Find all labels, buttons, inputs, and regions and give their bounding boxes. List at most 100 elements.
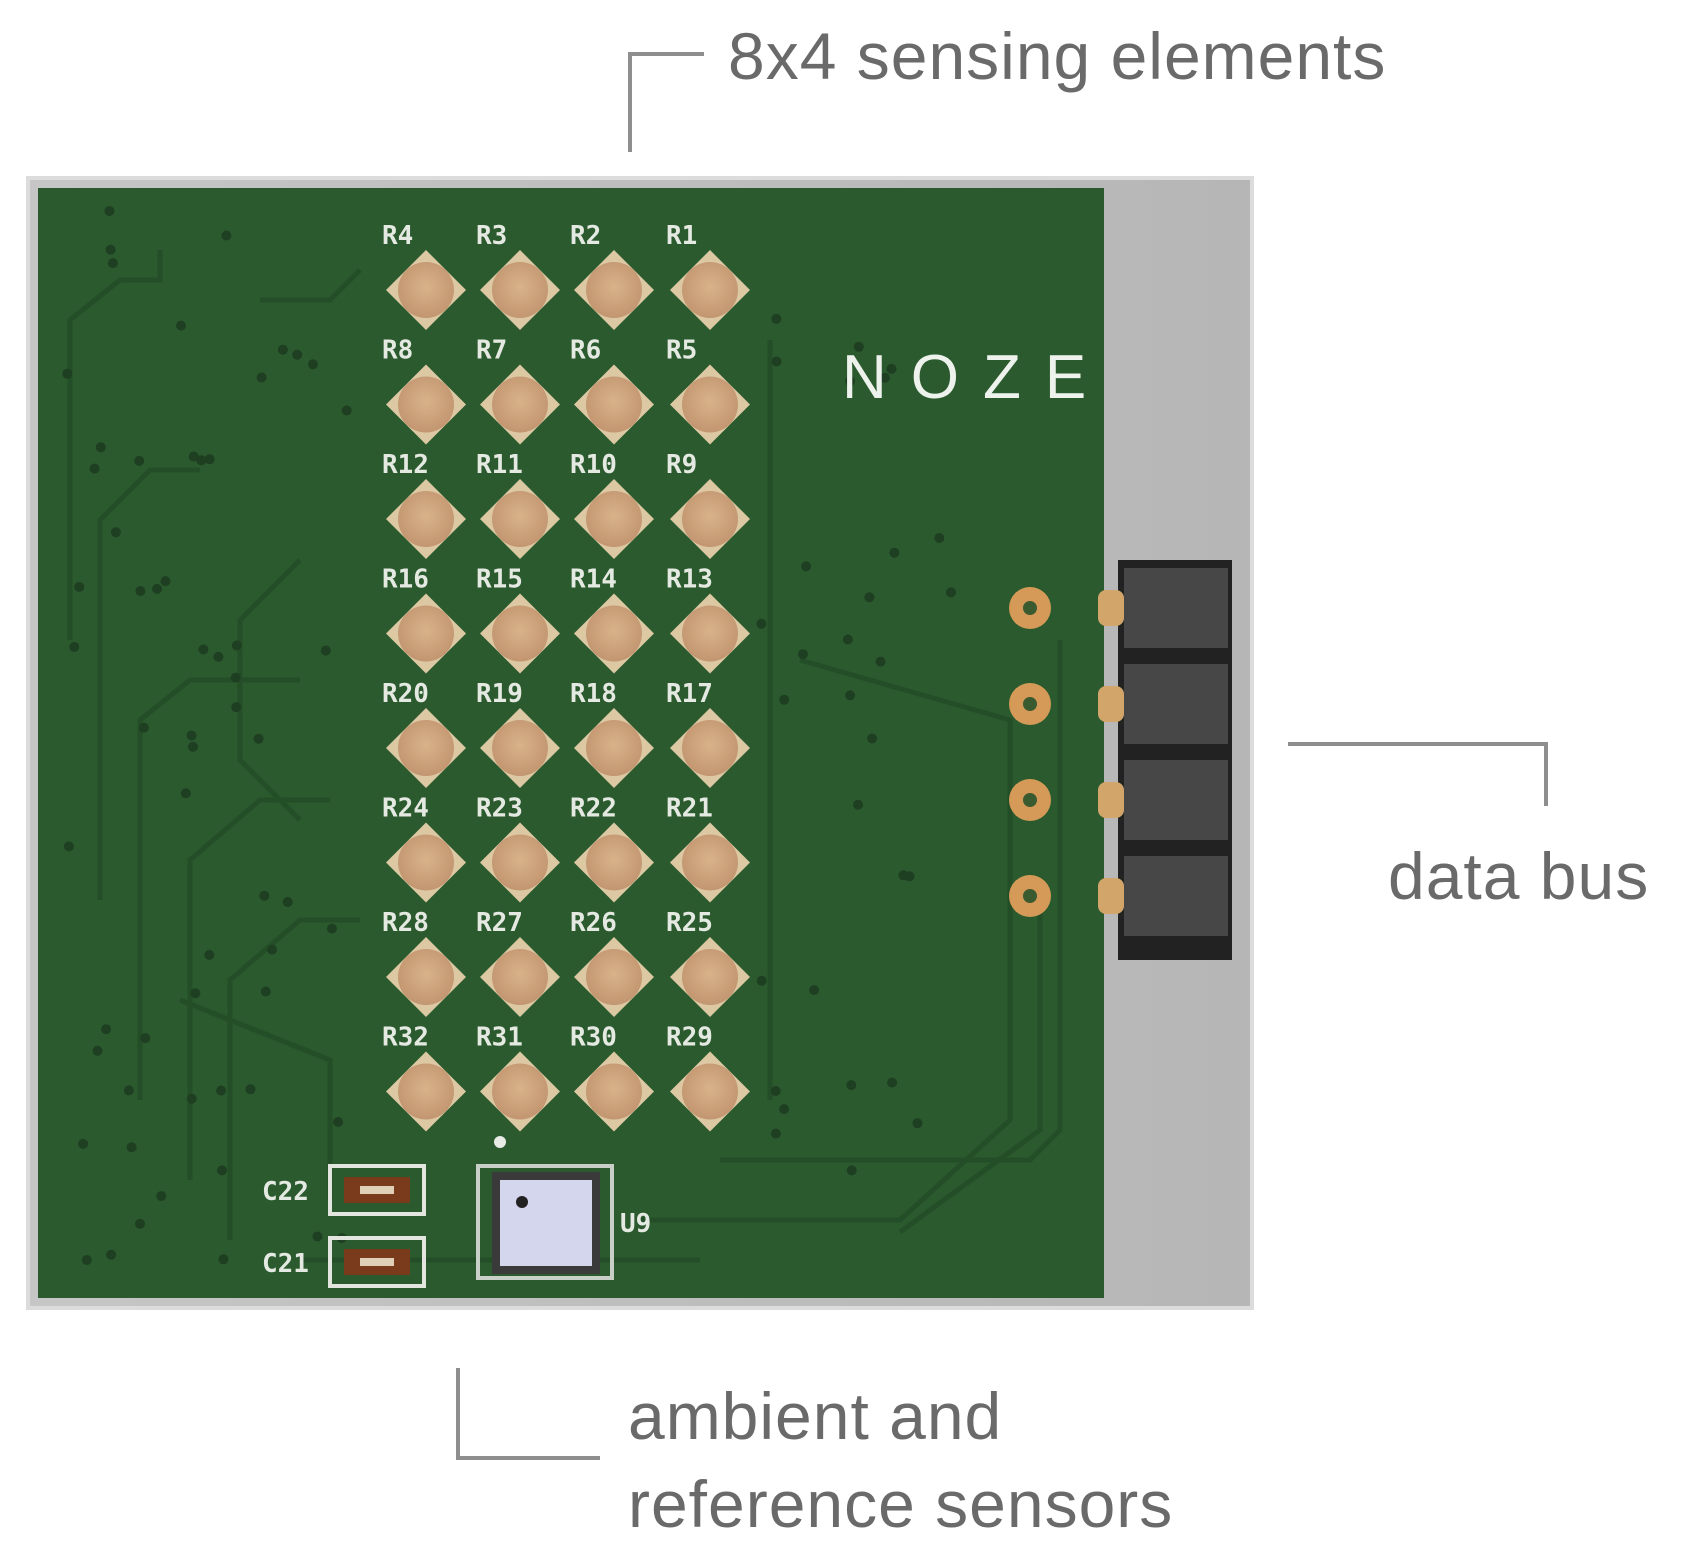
pcb-via: [196, 455, 207, 466]
callout-line-sensing: [628, 52, 704, 152]
sensing-element: R32: [382, 1023, 466, 1132]
sensing-element: R10: [570, 450, 654, 559]
capacitor-label: C22: [262, 1177, 309, 1207]
pcb-via: [63, 841, 74, 852]
sensor-label: R14: [570, 565, 617, 595]
sensor-pad: [586, 720, 642, 776]
sensing-element: R5: [666, 336, 750, 445]
callout-data-bus: data bus: [1388, 839, 1650, 913]
bus-pad-hole: [1023, 601, 1037, 615]
connector-slot: [1124, 664, 1228, 744]
sensor-pad: [682, 834, 738, 891]
callout-ambient-reference: ambient and reference sensors: [628, 1372, 1173, 1548]
pcb-via: [198, 644, 209, 655]
pcb-via: [152, 583, 163, 594]
sensing-element: R29: [666, 1023, 750, 1132]
sensor-pad: [586, 1063, 642, 1120]
chip-silkscreen-dot: [494, 1136, 506, 1148]
sensor-label: R30: [570, 1023, 617, 1053]
noze-logo: NOZE: [842, 343, 1110, 412]
sensor-label: R2: [570, 221, 601, 251]
pcb-via: [245, 1084, 256, 1095]
pcb-via: [312, 1231, 323, 1242]
pcb-via: [946, 587, 956, 598]
sensor-pad: [682, 491, 738, 547]
pcb-via: [809, 985, 820, 995]
sensor-pad: [492, 262, 548, 318]
pcb-via: [326, 923, 337, 934]
sensor-pad: [682, 1063, 738, 1120]
pcb-via: [779, 694, 790, 705]
sensor-label: R3: [476, 221, 507, 251]
sensing-element: R11: [476, 450, 560, 559]
sensing-element: R4: [382, 221, 466, 330]
pcb-via: [845, 690, 856, 701]
pcb-via: [333, 1117, 344, 1127]
pcb-via: [123, 1085, 134, 1096]
sensor-pad: [586, 262, 642, 318]
pcb-via: [253, 733, 264, 744]
pcb-via: [282, 897, 293, 907]
sensor-pad: [492, 720, 548, 776]
sensing-element: R9: [666, 450, 750, 559]
sensing-element: R20: [382, 679, 466, 788]
connector-slot: [1124, 856, 1228, 936]
pcb-via: [260, 986, 271, 997]
callout-line-ambient: [456, 1368, 600, 1460]
sensor-label: R1: [666, 221, 697, 251]
pcb-green: [38, 188, 1104, 1298]
chip-label: U9: [620, 1209, 651, 1239]
sensor-label: R11: [476, 450, 523, 480]
pcb-trace: [137, 677, 300, 1100]
sensor-label: R20: [382, 679, 429, 709]
pcb-via: [69, 642, 80, 652]
sensor-label: R28: [382, 908, 429, 938]
pcb-via: [176, 320, 186, 331]
pcb-via: [846, 1080, 857, 1091]
sensor-pad: [398, 720, 454, 776]
sensing-element: R28: [382, 908, 466, 1017]
pcb-via: [89, 463, 100, 474]
sensor-label: R25: [666, 908, 713, 938]
connector-pin: [1098, 686, 1124, 722]
sensing-element: R26: [570, 908, 654, 1017]
chip-u9: U9: [476, 1136, 651, 1280]
pcb-via: [216, 1085, 227, 1096]
sensor-label: R26: [570, 908, 617, 938]
pcb-trace: [640, 657, 1013, 1223]
pcb-via: [180, 788, 191, 799]
pcb-via: [186, 730, 197, 741]
sensor-pad: [398, 605, 454, 662]
sensor-label: R6: [570, 336, 601, 366]
pcb-via: [875, 656, 886, 667]
pcb-via: [801, 561, 812, 572]
pcb-via: [845, 376, 856, 387]
data-bus-connector: [1009, 560, 1232, 960]
pcb-via: [770, 1128, 781, 1139]
sensor-pad: [682, 262, 738, 318]
pcb-via: [135, 586, 146, 596]
sensor-pad: [586, 605, 642, 662]
sensor-pad: [398, 834, 454, 891]
sensing-element: R19: [476, 679, 560, 788]
pcb-via: [259, 890, 270, 901]
sensor-label: R7: [476, 336, 507, 366]
pcb-via: [256, 372, 267, 383]
chip-pin1-dot: [516, 1196, 528, 1208]
pcb-via: [204, 454, 215, 465]
sensor-pad: [682, 720, 738, 776]
sensing-element: R18: [570, 679, 654, 788]
sensor-label: R23: [476, 794, 523, 824]
sensor-pad: [398, 376, 454, 433]
callout-sensing-elements: 8x4 sensing elements: [728, 19, 1387, 93]
sensor-label: R9: [666, 450, 697, 480]
pcb-via: [756, 618, 767, 629]
pcb-via: [107, 258, 118, 269]
logo-text: NOZE: [842, 343, 1110, 412]
capacitor-label: C21: [262, 1249, 309, 1279]
capacitor: C22: [262, 1164, 426, 1216]
sensing-element: R27: [476, 908, 560, 1017]
